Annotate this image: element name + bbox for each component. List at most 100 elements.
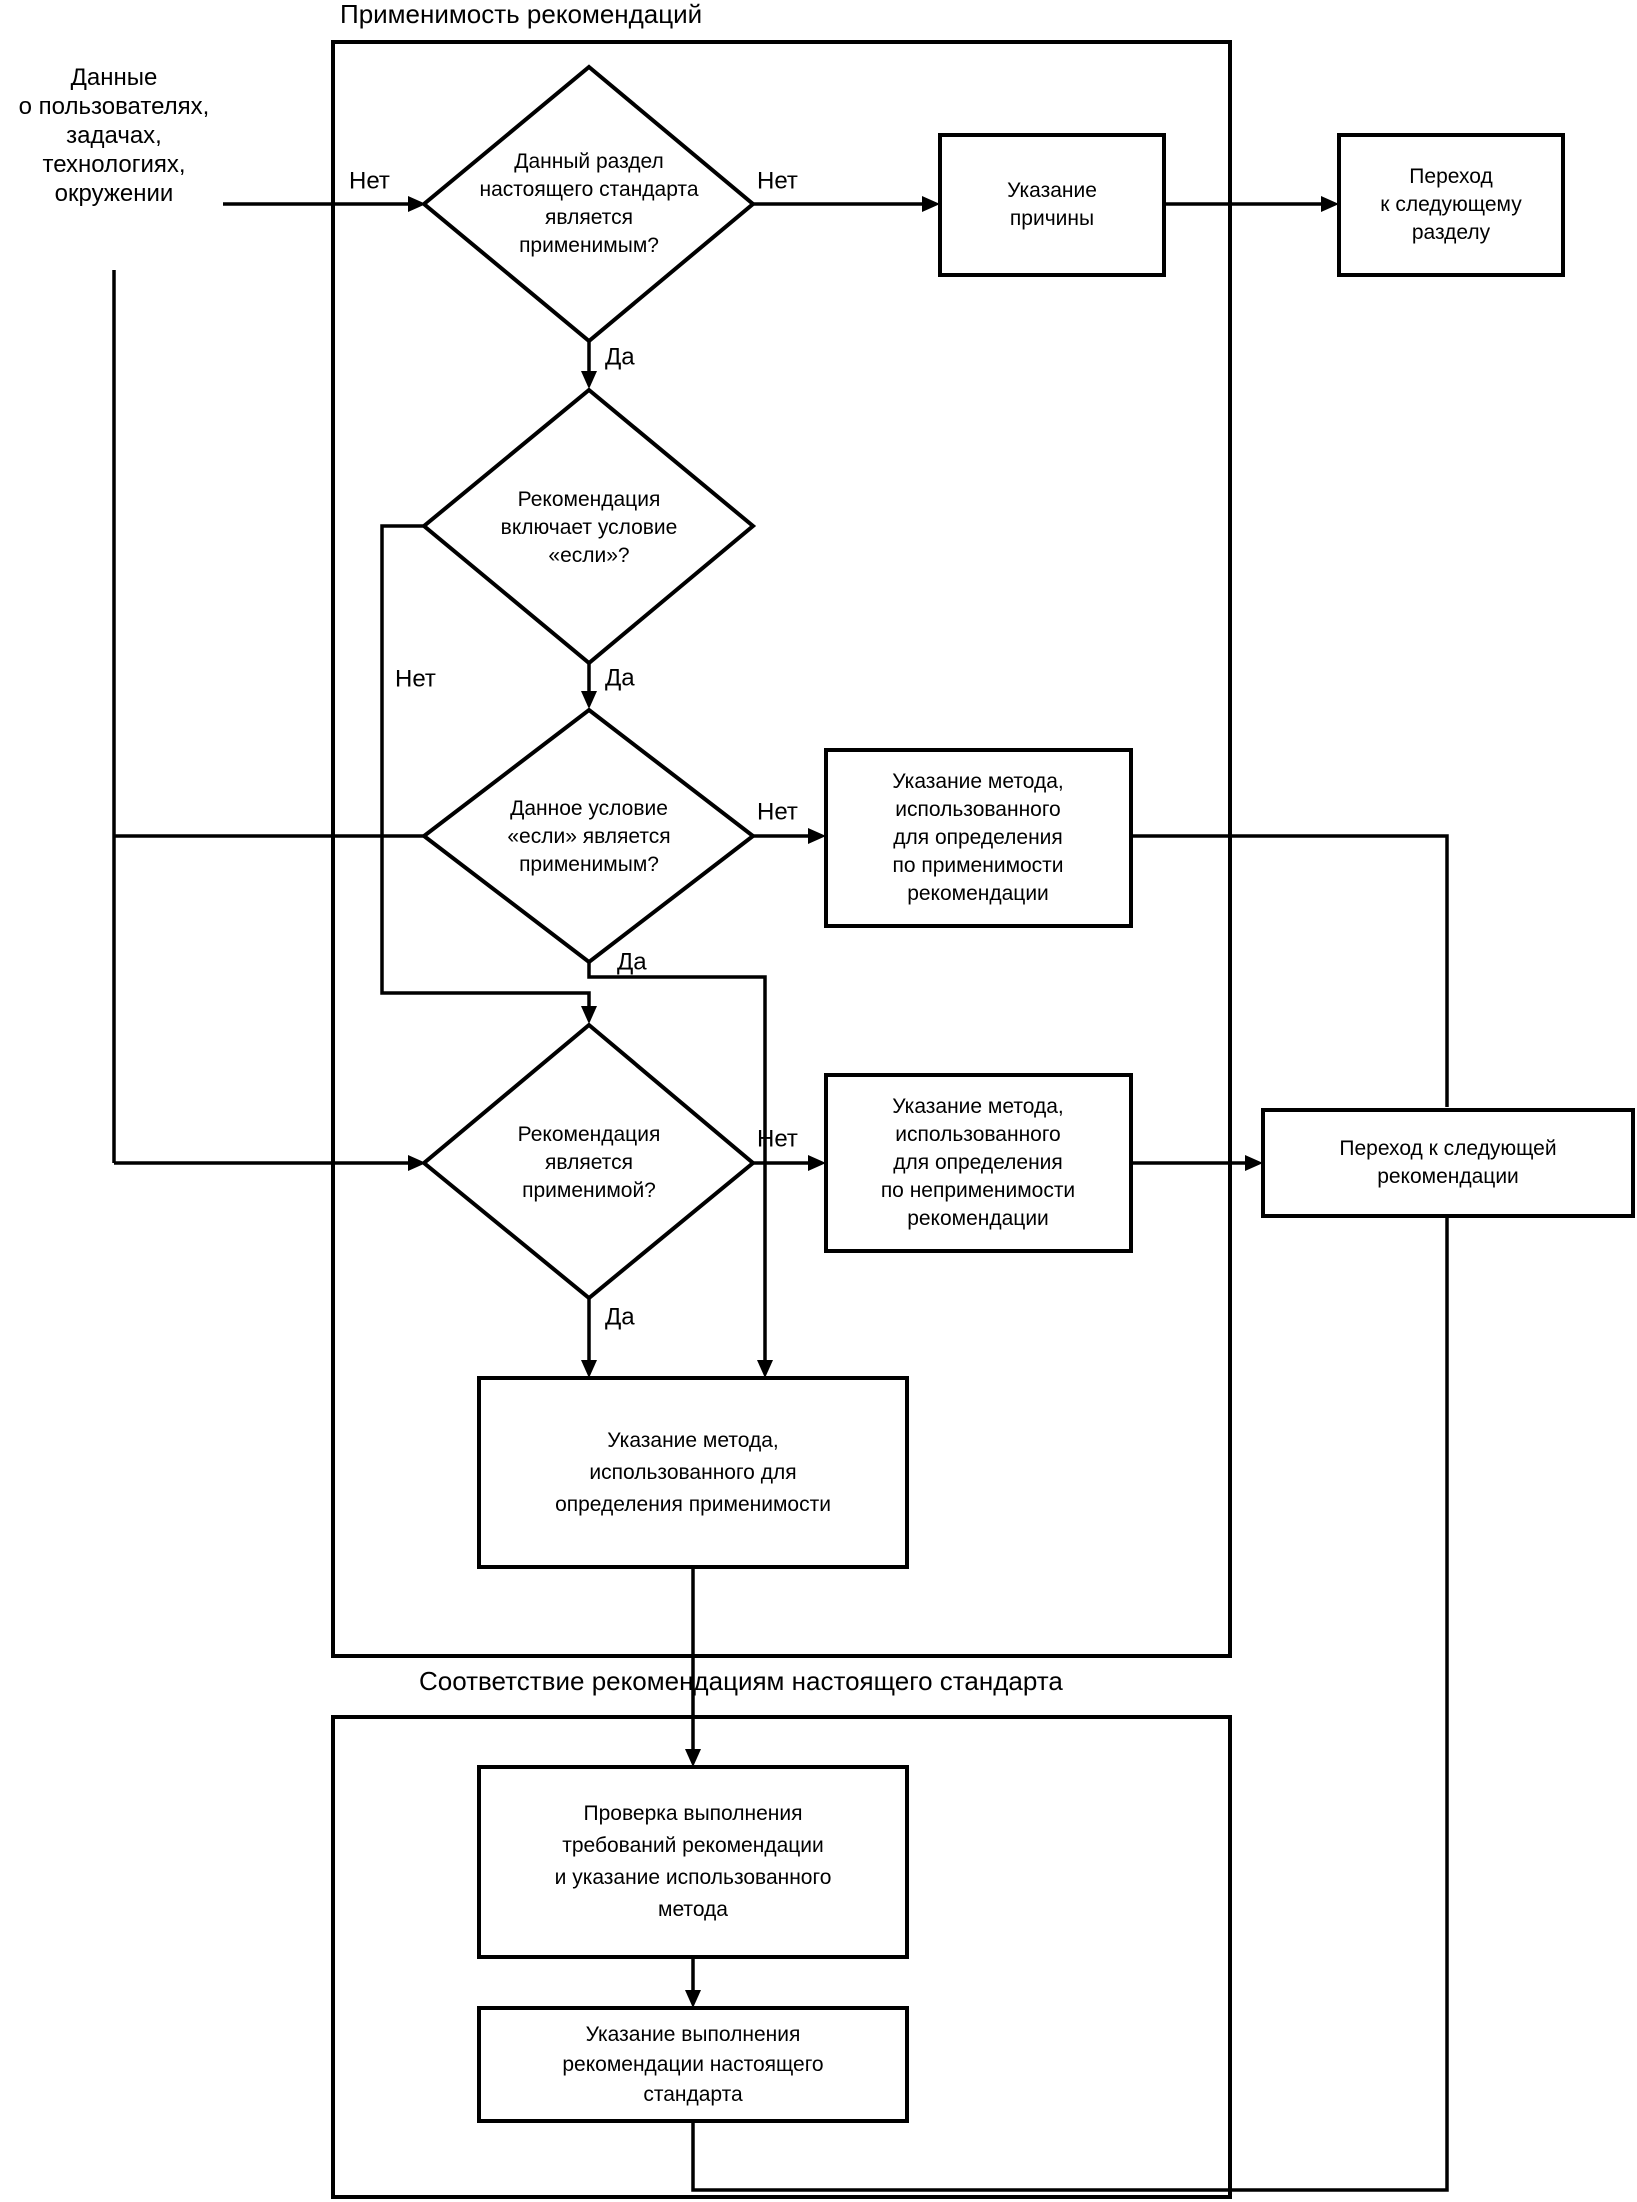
process-method-applicability-condition-text-line: использованного (895, 798, 1060, 821)
connectors (112, 196, 1449, 2192)
decision-recommendation-applicable-text-line: Рекомендация (518, 1123, 661, 1146)
decision-if-condition-applicable-text-line: Данное условие (510, 797, 668, 820)
arrow-input-to-section (408, 196, 426, 212)
arrow-section-no (922, 196, 940, 212)
process-state-compliance-text-line: Указание выполнения (586, 2023, 801, 2046)
process-next-recommendation-text-line: рекомендации (1377, 1165, 1519, 1188)
decision-if-condition-applicable-text-line: «если» является (507, 825, 670, 848)
decision-recommendation-applicable-text-line: применимой? (522, 1179, 656, 1202)
process-next-section-text-line: к следующему (1380, 193, 1522, 216)
arrow-if-no (581, 1006, 597, 1024)
process-method-non-applicability-text-line: использованного (895, 1123, 1060, 1146)
arrow-reason-to-next-section (1321, 196, 1339, 212)
process-method-applicability: Указание метода, использованного для опред… (477, 1376, 909, 1569)
decision-has-if-condition-shape (420, 387, 757, 666)
process-check-requirements-text-line: метода (658, 1898, 728, 1921)
input-data-text-line: Данные (71, 64, 158, 91)
process-method-non-applicability: Указание метода, использованного для опред… (824, 1073, 1133, 1253)
conformance-region-title: Соответствие рекомендациям настоящего ст… (419, 1666, 1063, 1696)
process-check-requirements-text-line: и указание использованного (555, 1866, 832, 1889)
label-recommendation-yes: Да (605, 1303, 635, 1330)
decision-section-applicable-shape (420, 64, 757, 344)
decision-if-condition-applicable-text: Данное условие «если» является применимым? (507, 797, 670, 876)
edge-compliance-to-next (691, 1217, 1449, 2192)
input-data-text-line: задачах, (66, 122, 162, 149)
process-method-non-applicability-text-line: Указание метода, (892, 1095, 1063, 1118)
arrow-input-to-recommendation (408, 1155, 426, 1171)
process-method-applicability-condition-text-line: рекомендации (907, 882, 1049, 905)
arrow-condition-no (808, 828, 826, 844)
arrow-condition-yes (757, 1360, 773, 1378)
label-section-no: Нет (757, 167, 798, 194)
process-method-non-applicability-text-line: рекомендации (907, 1207, 1049, 1230)
process-next-section-text-line: Переход (1409, 165, 1492, 188)
arrow-check-to-compliance (685, 1990, 701, 2008)
process-next-section-box (1337, 133, 1565, 277)
decision-if-condition-applicable-shape (420, 707, 757, 965)
conformance-region (331, 1715, 1232, 2199)
process-state-reason-box (938, 133, 1166, 277)
edge-if-no (380, 524, 591, 1008)
decision-section-applicable-text: Данный раздел настоящего стандарта являетс… (479, 150, 698, 257)
decision-has-if-condition-text-line: включает условие (501, 516, 678, 539)
process-method-non-applicability-text-line: для определения (893, 1151, 1063, 1174)
label-condition-no: Нет (757, 798, 798, 825)
decision-section-applicable-text-line: применимым? (519, 234, 659, 257)
process-method-applicability-text-line: использованного для (589, 1461, 796, 1484)
process-method-non-applicability-box (824, 1073, 1133, 1253)
applicability-region-title: Применимость рекомендаций (340, 0, 702, 29)
decision-has-if-condition-text-line: «если»? (548, 544, 629, 567)
applicability-region (331, 40, 1232, 1658)
process-check-requirements: Проверка выполнения требований рекомендац… (477, 1765, 909, 1959)
decision-recommendation-applicable-shape (420, 1022, 757, 1301)
process-method-non-applicability-text-line: по неприменимости (881, 1179, 1075, 1202)
arrow-applicability-to-check (685, 1749, 701, 1767)
decision-recommendation-applicable: Рекомендация является применимой? (420, 1022, 757, 1301)
decision-if-condition-applicable-text-line: применимым? (519, 853, 659, 876)
process-state-compliance-text-line: рекомендации настоящего (562, 2053, 823, 2076)
process-state-reason-text-line: Указание (1007, 179, 1097, 202)
process-state-compliance-text: Указание выполнения рекомендации настояще… (562, 2023, 823, 2106)
arrow-recommendation-no (808, 1155, 826, 1171)
process-check-requirements-box (477, 1765, 909, 1959)
process-method-applicability-text-line: Указание метода, (607, 1429, 778, 1452)
input-data-text-line: о пользователях, (19, 93, 210, 120)
input-data-text-line: окружении (55, 180, 174, 207)
input-data-text-line: технологиях, (42, 151, 185, 178)
process-state-compliance-box (477, 2006, 909, 2123)
process-state-compliance-text-line: стандарта (643, 2083, 743, 2106)
process-method-non-applicability-text: Указание метода, использованного для опред… (881, 1095, 1075, 1230)
process-next-section-text: Переход к следующему разделу (1380, 165, 1522, 244)
process-next-recommendation-text: Переход к следующей рекомендации (1339, 1137, 1556, 1188)
process-method-applicability-text-line: определения применимости (555, 1493, 831, 1516)
process-method-applicability-condition-text-line: для определения (893, 826, 1063, 849)
process-check-requirements-text-line: требований рекомендации (562, 1834, 824, 1857)
process-state-compliance: Указание выполнения рекомендации настояще… (477, 2006, 909, 2123)
arrow-if-yes (581, 691, 597, 709)
label-if-yes: Да (605, 664, 635, 691)
process-next-recommendation-text-line: Переход к следующей (1339, 1137, 1556, 1160)
process-check-requirements-text-line: Проверка выполнения (584, 1802, 803, 1825)
decision-recommendation-applicable-text: Рекомендация является применимой? (518, 1123, 661, 1202)
process-method-applicability-condition-text-line: по применимости (892, 854, 1063, 877)
label-recommendation-no: Нет (757, 1125, 798, 1152)
decision-section-applicable-text-line: Данный раздел (514, 150, 664, 173)
label-input-no: Нет (349, 167, 390, 194)
process-next-section: Переход к следующему разделу (1337, 133, 1565, 277)
decision-section-applicable: Данный раздел настоящего стандарта являетс… (420, 64, 757, 344)
decision-section-applicable-text-line: настоящего стандарта (479, 178, 698, 201)
process-method-applicability-text: Указание метода, использованного для опред… (555, 1429, 831, 1516)
process-next-section-text-line: разделу (1412, 221, 1491, 244)
arrow-nonapplicability-to-next (1245, 1155, 1263, 1171)
decision-section-applicable-text-line: является (545, 206, 633, 229)
decision-recommendation-applicable-text-line: является (545, 1151, 633, 1174)
decision-if-condition-applicable: Данное условие «если» является применимым? (420, 707, 757, 965)
edge-labels: Нет Нет Да Да Нет Нет Да Нет Да (349, 167, 798, 1330)
